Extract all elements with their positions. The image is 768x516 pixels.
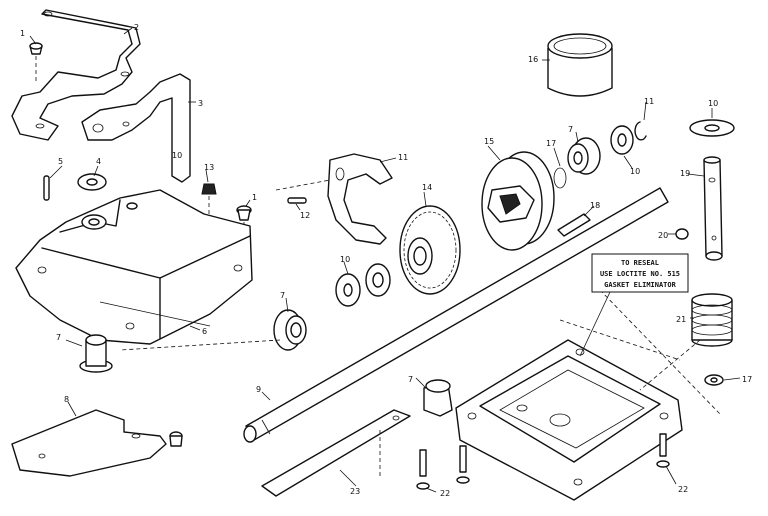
callout-12: 12 [300,211,310,220]
callout-1b: 1 [252,193,257,202]
callout-8: 8 [64,395,69,404]
note-line-1: TO RESEAL [621,259,659,267]
part-4-washer [77,173,107,191]
callout-22b: 22 [678,485,688,494]
part-23-lever [261,409,411,497]
part-3-shift-lever [81,73,191,183]
part-10-washer-top [689,119,735,137]
part-15-clutch [481,151,555,251]
callout-10a: 10 [172,151,182,160]
callout-11a: 11 [398,153,408,162]
part-19-shaft [703,156,723,261]
note-line-2: USE LOCTITE NO. 515 [600,270,680,278]
callout-10c: 10 [708,99,718,108]
part-20-woodruff-key [675,228,689,240]
part-17-e-ring [704,374,724,386]
part-17-snap-ring [553,167,567,189]
callout-labels: 1 2 3 5 4 10 13 1 6 7 8 11 12 14 15 16 1… [20,23,752,498]
part-10-washer-mid [335,263,391,307]
part-1-screw-mid [236,205,252,244]
reseal-note: TO RESEAL USE LOCTITE NO. 515 GASKET ELI… [579,253,689,357]
part-11-shift-fork [327,153,393,245]
callout-18: 18 [590,201,600,210]
part-7-bushing-lower [423,379,453,417]
part-7-bushing-left [79,334,113,373]
part-9-shaft [243,187,669,443]
callout-13: 13 [204,163,214,172]
callout-1a: 1 [20,29,25,38]
callout-7b: 7 [568,125,573,134]
note-line-3: GASKET ELIMINATOR [604,281,676,289]
part-16-bushing-cylinder [547,33,613,97]
callout-5: 5 [58,157,63,166]
part-8-plate [11,409,167,477]
callout-17b: 17 [742,375,752,384]
callout-14: 14 [422,183,432,192]
part-1-screw-bottom [169,431,183,447]
part-11-snap-ring-right [634,121,647,141]
part-18-key [557,213,591,237]
callout-6: 6 [202,327,207,336]
callout-9: 9 [256,385,261,394]
callout-20: 20 [658,231,668,240]
callout-21: 21 [676,315,686,324]
callout-2: 2 [134,23,139,32]
callout-3: 3 [198,99,203,108]
callout-17a: 17 [546,139,556,148]
part-1-screw [29,42,43,84]
part-22-screws [416,433,670,490]
callout-19: 19 [680,169,690,178]
part-5-pin [43,175,50,201]
callout-7d: 7 [408,375,413,384]
part-6-upper-housing [15,189,253,345]
callout-leaders [29,27,741,493]
callout-7c: 7 [280,291,285,300]
part-12-pin [287,197,307,204]
part-14-gear [399,205,461,295]
callout-11b: 11 [644,97,654,106]
part-10-washer-right [610,125,634,155]
part-7-bushing-right [567,137,601,175]
callout-15: 15 [484,137,494,146]
callout-7a: 7 [56,333,61,342]
callout-22a: 22 [440,489,450,498]
callout-10d: 10 [340,255,350,264]
callout-23: 23 [350,487,360,496]
part-7-bushing-mid [273,309,307,351]
part-2-bracket [11,9,141,141]
callout-16: 16 [528,55,538,64]
lower-housing [455,339,683,501]
part-21-worm-gear [691,293,733,347]
callout-10b: 10 [630,167,640,176]
assembly-guide-lines [119,179,721,476]
part-13-plug [201,183,217,218]
callout-4: 4 [96,157,101,166]
